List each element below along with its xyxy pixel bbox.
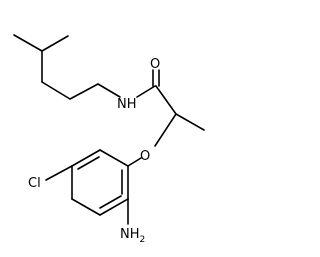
amine-label-subscript: 2 (140, 235, 146, 245)
bond-ether-o-ring (127, 157, 142, 167)
structure-diagram: NH O O Cl NH2 (13, 34, 205, 245)
chlorine-label: Cl (28, 176, 41, 191)
amine-label-nh: NH (120, 227, 140, 242)
bond-ch2-2-ch2-3 (69, 83, 99, 100)
bond-ch3-a-ch (13, 34, 43, 52)
bond-ring-cl (45, 165, 73, 181)
bond-ch-ch3-b (41, 35, 69, 52)
bond-ch2-1-ch2-2 (41, 81, 71, 100)
ring-double-2 (99, 195, 122, 209)
amine-label: NH2 (120, 227, 145, 245)
ring-bond-4 (71, 198, 101, 216)
ring-bond-1 (99, 149, 129, 167)
carbonyl-oxygen-label: O (150, 57, 160, 72)
ring-bond-2 (71, 149, 101, 167)
ether-oxygen-label: O (140, 149, 150, 164)
ring-double-1 (77, 156, 100, 170)
nh-label: NH (117, 97, 137, 112)
bond-carbonyl-alpha (155, 85, 177, 115)
bond-ch2-3-nh (97, 83, 121, 98)
bond-alpha-methyl (175, 113, 205, 131)
bond-alpha-ether-o (154, 113, 177, 147)
bond-nh-carbonyl (136, 85, 156, 98)
ring-bond-5 (99, 198, 129, 216)
